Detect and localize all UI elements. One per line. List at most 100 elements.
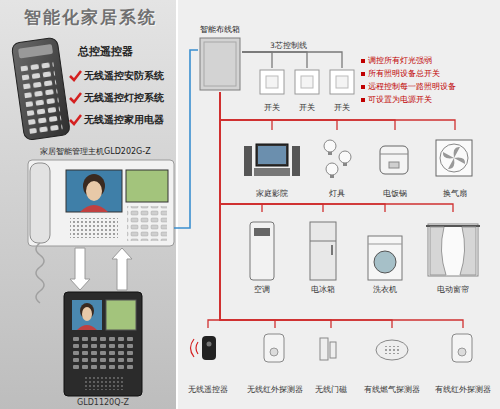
wiring-box-door (204, 42, 236, 86)
switch-plate (295, 70, 319, 94)
signal-arrow (70, 248, 90, 290)
sensor-node: 无线门磁 (308, 328, 354, 394)
remote-control (11, 37, 70, 140)
wire-connector (220, 92, 337, 130)
washer-door (374, 251, 396, 273)
cooker-lid (380, 154, 408, 155)
node-label: 总控遥控器 (78, 46, 133, 58)
note-bullet (361, 59, 365, 63)
face-shoulders (77, 325, 97, 330)
air-conditioner-icon (250, 222, 274, 280)
host-keypad (127, 206, 167, 241)
wire-connector (220, 92, 323, 212)
bulb-base (328, 152, 332, 155)
switch-plate (260, 70, 284, 94)
right-panel (178, 0, 500, 409)
door-magnet-icon (320, 338, 328, 360)
remote-body (11, 37, 70, 140)
wire-connector (242, 52, 342, 68)
host-speaker (70, 218, 118, 238)
appliance-node: 空调 (238, 212, 286, 294)
washer-icon (368, 236, 402, 280)
switch-key (266, 76, 278, 88)
appliance-node: 家庭影院 (240, 130, 304, 198)
washer-panel (368, 244, 402, 245)
wiring-box-node: 智能布线箱 (198, 26, 242, 92)
door-speaker (84, 376, 124, 390)
feature-bullet: 无线遥控家用电器 (84, 115, 164, 125)
node-label: 有线燃气探测器 (356, 386, 428, 394)
node-label: 无线遥控器 (180, 386, 236, 394)
bulb-icon (339, 151, 351, 163)
appliance-node: 电动窗帘 (424, 212, 482, 294)
sensor-lens (458, 348, 466, 356)
node-label: 换气扇 (430, 190, 480, 198)
appliance-node: 电饭锅 (372, 130, 418, 198)
face-shoulders (80, 205, 108, 212)
node-label: 有线红外探测器 (428, 386, 498, 394)
fan-ring (440, 144, 468, 172)
wire-connector (174, 50, 198, 228)
diagram-title: 智能化家居系统 (24, 8, 157, 27)
ir-sensor-icon (264, 334, 284, 362)
appliance-node: 灯具 (312, 130, 362, 198)
rice-cooker-icon (380, 146, 408, 174)
node-label: 无线红外探测器 (240, 386, 310, 394)
node-label: 智能布线箱 (200, 26, 240, 35)
red-note: 远程控制每一路照明设备 (368, 83, 456, 91)
fridge-handle (331, 245, 333, 255)
door-station-node: GLD1120Q-Z (62, 290, 144, 408)
red-note: 所有照明设备总开关 (368, 70, 440, 78)
door-magnet-icon (330, 342, 336, 358)
wire-connector (220, 92, 385, 212)
node-label: 无线门磁 (308, 386, 354, 394)
bulb-icon (324, 140, 336, 152)
signal-arrow (112, 248, 132, 290)
node-label: 开关 (258, 104, 286, 112)
door-keypad (72, 336, 136, 372)
host-screen (66, 170, 122, 212)
speaker-icon (292, 146, 300, 176)
note-bullet (361, 72, 365, 76)
note-bullet (361, 85, 365, 89)
host-node: 家居智能管理主机GLD202G-Z (26, 146, 174, 248)
fan-frame (436, 140, 472, 176)
red-note: 可设置为电源开关 (368, 96, 432, 104)
face (82, 307, 92, 321)
curtain-panels (430, 227, 476, 275)
check-icon (70, 71, 81, 80)
host-handset (30, 163, 50, 243)
node-label: 电饭锅 (372, 190, 418, 198)
node-label: GLD1120Q-Z (62, 399, 144, 408)
host-lcd (126, 170, 168, 202)
appliance-node: 电冰箱 (298, 212, 348, 294)
wire-connector (242, 52, 272, 68)
bulb-base (330, 175, 334, 178)
wire-connector (220, 92, 262, 212)
gas-detector-grille (384, 346, 400, 354)
wire-label: 3芯控制线 (270, 42, 307, 50)
speaker-icon (244, 146, 252, 176)
wireless-waves (191, 339, 199, 357)
node-label: 开关 (328, 104, 356, 112)
host-body (28, 160, 174, 246)
node-label: 灯具 (312, 190, 362, 198)
node-label: 电动窗帘 (424, 286, 482, 294)
switch-key (336, 76, 348, 88)
note-bullet (361, 98, 365, 102)
appliance-node: 洗衣机 (360, 212, 410, 294)
door-screen (72, 300, 102, 330)
node-label: 开关 (293, 104, 321, 112)
node-label: 家庭影院 (240, 190, 304, 198)
node-label: 空调 (238, 286, 286, 294)
sensor-lens (270, 348, 278, 356)
wire-connector (208, 92, 220, 328)
door-lcd (106, 300, 136, 330)
red-note: 调控所有灯光强弱 (368, 57, 432, 65)
appliance-node: 换气扇 (430, 130, 480, 198)
switch-plate (330, 70, 354, 94)
switch-node: 开关 (293, 68, 321, 112)
